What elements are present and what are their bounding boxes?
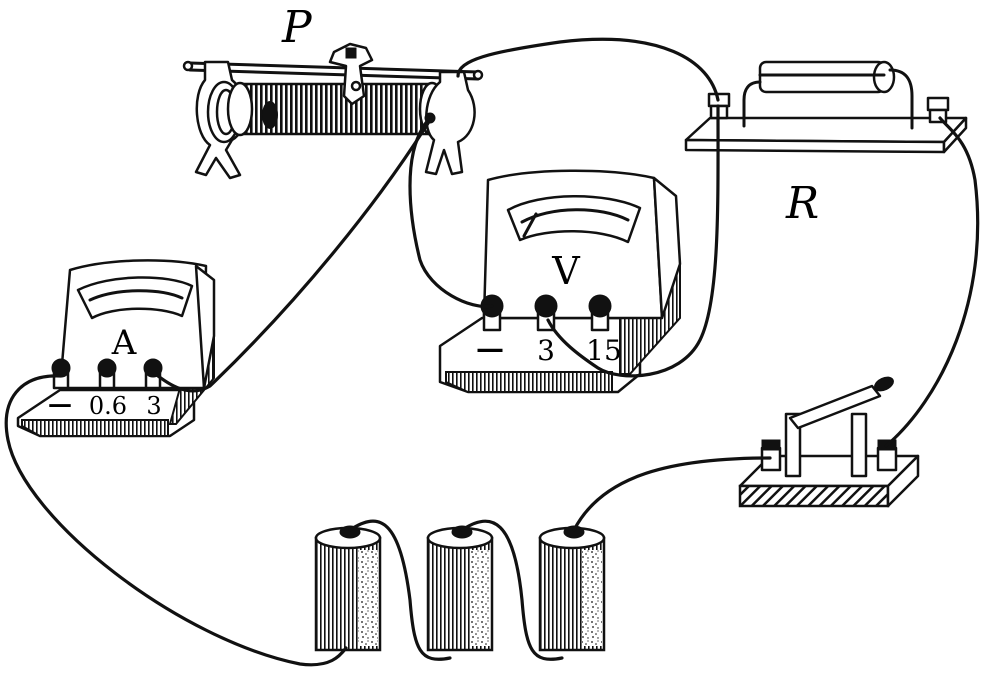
voltmeter-terminal-neg[interactable] <box>480 294 504 332</box>
ammeter-label: A <box>111 323 137 363</box>
ammeter-terminal-0.6[interactable] <box>97 358 117 390</box>
ammeter-terminal-label: — <box>48 389 72 418</box>
voltmeter-terminal-label: 15 <box>586 334 622 367</box>
wire <box>456 37 720 102</box>
ammeter-terminal-label: 0.6 <box>89 392 127 420</box>
voltmeter-terminal-label: 3 <box>537 334 555 367</box>
rheostat <box>182 42 484 180</box>
wire <box>348 519 452 661</box>
battery-cell <box>314 525 382 652</box>
voltmeter-label: V <box>551 249 580 293</box>
wire <box>460 519 564 661</box>
battery-cell <box>538 525 606 652</box>
wire <box>4 374 348 667</box>
wires <box>4 37 980 667</box>
ammeter-terminal-label: 3 <box>146 392 161 420</box>
ammeter: A — 0.6 3 <box>16 259 216 438</box>
resistor-terminal-right[interactable] <box>926 96 950 124</box>
wire <box>546 104 720 378</box>
voltmeter-terminal-3[interactable] <box>534 294 558 332</box>
wire <box>572 456 772 532</box>
voltmeter: V — 3 15 <box>438 169 682 394</box>
battery-pack <box>314 525 606 652</box>
battery-cell <box>426 525 494 652</box>
resistor <box>684 60 968 154</box>
resistor-label: R <box>785 178 819 229</box>
wire <box>884 116 980 448</box>
switch-terminal-left[interactable] <box>760 439 782 472</box>
rheostat-label: P <box>281 2 313 53</box>
rheostat-slider[interactable] <box>328 42 374 106</box>
wire <box>408 116 494 309</box>
ammeter-terminal-neg[interactable] <box>51 358 71 390</box>
wire <box>151 118 432 393</box>
voltmeter-terminal-15[interactable] <box>588 294 612 332</box>
voltmeter-terminal-label: — <box>476 332 504 365</box>
